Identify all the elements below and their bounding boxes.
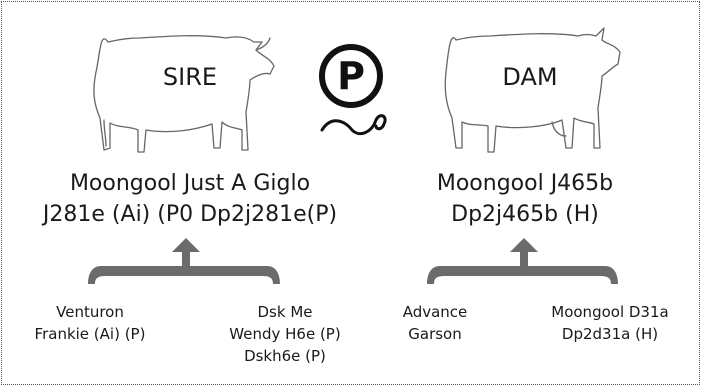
sire-sire-line2: Frankie (Ai) (P) [34,325,146,343]
cow-icon [444,27,621,153]
sire-brace [88,238,280,284]
sire-name-line1: Moongool Just A Giglo [69,171,311,196]
dam-dam-line2: Dp2d31a (H) [561,325,659,343]
sire-label: SIRE [162,63,218,91]
sire-sire-name: Venturon Frankie (Ai) (P) [10,301,170,345]
dam-dam-name: Moongool D31a Dp2d31a (H) [535,301,685,345]
sire-sire-line1: Venturon [56,303,124,321]
dam-brace [427,238,618,284]
dam-label: DAM [502,63,558,91]
dam-sire-line2: Garson [408,325,462,343]
svg-text:P: P [337,54,365,98]
polled-symbol-icon: P [319,44,387,136]
sire-name: Moongool Just A Giglo J281e (Ai) (P0 Dp2… [40,168,340,230]
bull-icon [93,35,275,153]
dam-name-line1: Moongool J465b [436,171,614,196]
dam-sire-line1: Advance [402,303,468,321]
dam-name-line2: Dp2j465b (H) [451,202,599,227]
dam-sire-name: Advance Garson [380,301,490,345]
dam-dam-line1: Moongool D31a [551,303,669,321]
sire-dam-line2: Wendy H6e (P) [229,325,341,343]
sire-dam-line3: Dskh6e (P) [244,347,326,365]
sire-name-line2: J281e (Ai) (P0 Dp2j281e(P) [42,202,338,227]
dam-name: Moongool J465b Dp2j465b (H) [400,168,650,230]
sire-dam-name: Dsk Me Wendy H6e (P) Dskh6e (P) [205,301,365,367]
sire-dam-line1: Dsk Me [257,303,313,321]
